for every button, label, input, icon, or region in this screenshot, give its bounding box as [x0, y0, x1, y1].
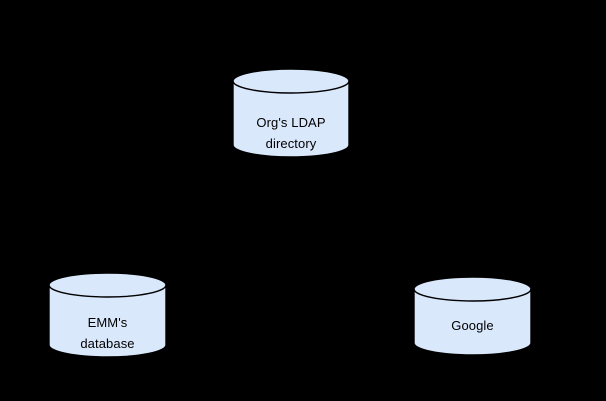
database-cylinder-icon: [413, 276, 532, 356]
node-google[interactable]: Google: [413, 276, 532, 356]
node-org-ldap-directory[interactable]: Org's LDAP directory: [232, 68, 350, 158]
database-cylinder-icon: [232, 68, 350, 158]
database-cylinder-icon: [48, 272, 167, 358]
node-emm-database[interactable]: EMM's database: [48, 272, 167, 358]
